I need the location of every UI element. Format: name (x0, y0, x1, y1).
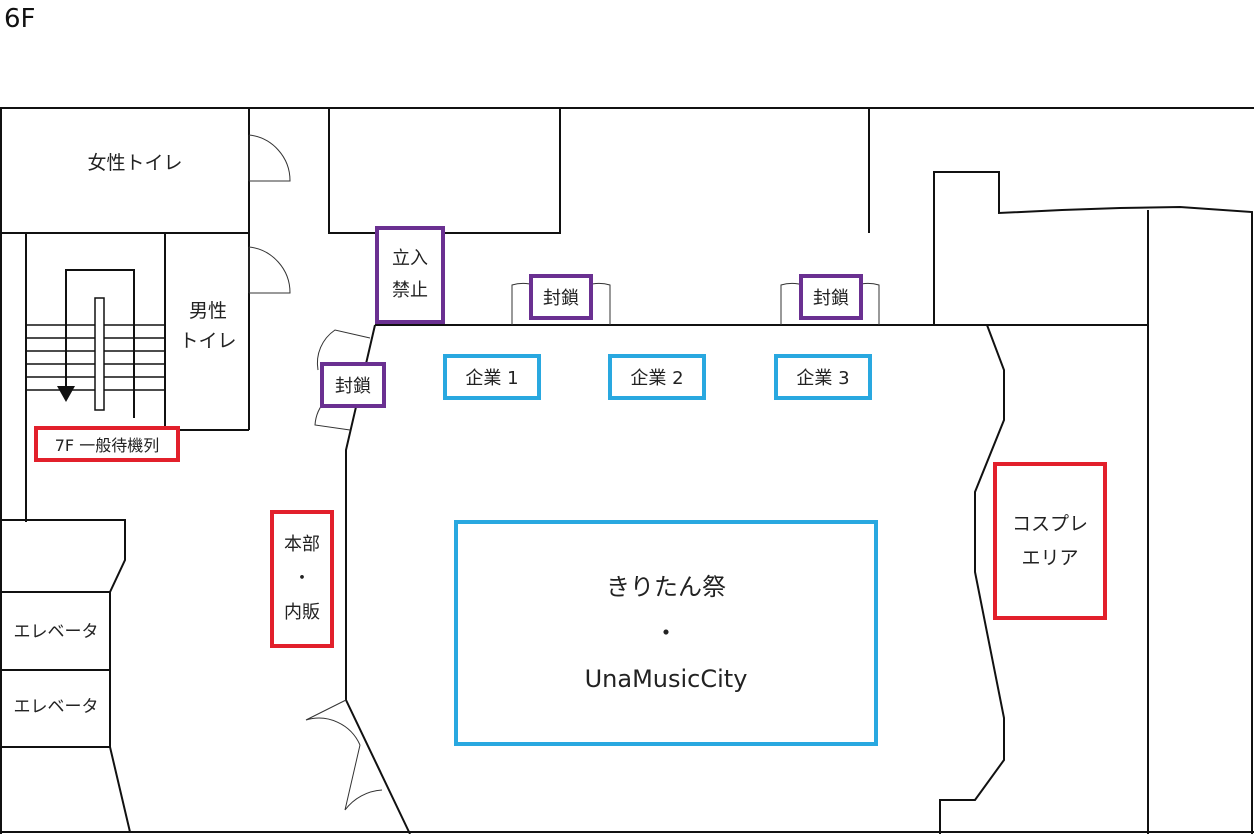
headquarters-line2: ・ (293, 568, 311, 589)
main-event-line2: ・ (654, 619, 678, 647)
company-2-text: 企業 2 (630, 368, 684, 389)
elevator-1-label: エレベータ (13, 622, 99, 642)
women-restroom-text: 女性トイレ (87, 152, 183, 174)
no-entry-marker: 立入 禁止 (375, 226, 445, 324)
headquarters-area: 本部 ・ 内販 (270, 510, 334, 648)
top-rooms (328, 108, 1253, 834)
headquarters-line3: 内販 (284, 602, 320, 623)
men-restroom-line2: トイレ (179, 330, 237, 352)
men-restroom-line1: 男性 (188, 300, 227, 322)
main-event-line1: きりたん祭 (606, 573, 726, 601)
elevator-walls (1, 519, 131, 833)
company-1-text: 企業 1 (465, 368, 519, 389)
stair-arrow-icon (57, 386, 75, 402)
no-entry-line1: 立入 (392, 248, 428, 269)
cosplay-line2: エリア (1021, 547, 1079, 569)
closed-marker-top-1: 封鎖 (529, 274, 593, 320)
main-event-area: きりたん祭 ・ UnaMusicCity (454, 520, 878, 746)
headquarters-line1: 本部 (284, 534, 320, 555)
closed-marker-left-text: 封鎖 (335, 376, 371, 397)
company-3-text: 企業 3 (796, 368, 850, 389)
closed-marker-left: 封鎖 (320, 362, 386, 408)
company-3-booth: 企業 3 (774, 354, 872, 400)
floor-label: 6F (4, 4, 36, 34)
company-2-booth: 企業 2 (608, 354, 706, 400)
stairs (26, 269, 165, 418)
closed-marker-top-2: 封鎖 (799, 274, 863, 320)
women-restroom-label: 女性トイレ (40, 148, 230, 178)
outer-walls (0, 107, 1254, 834)
elevator-2-label: エレベータ (13, 697, 99, 717)
closed-marker-top-1-text: 封鎖 (543, 288, 579, 309)
no-entry-line2: 禁止 (392, 280, 428, 301)
company-1-booth: 企業 1 (443, 354, 541, 400)
queue-7f-area: 7F 一般待機列 (34, 426, 180, 462)
main-event-line3: UnaMusicCity (584, 665, 748, 693)
men-restroom-label: 男性 トイレ (168, 296, 248, 356)
closed-marker-top-2-text: 封鎖 (813, 288, 849, 309)
queue-7f-text: 7F 一般待機列 (54, 436, 160, 455)
cosplay-line1: コスプレ (1011, 513, 1088, 535)
cosplay-area: コスプレ エリア (993, 462, 1107, 620)
